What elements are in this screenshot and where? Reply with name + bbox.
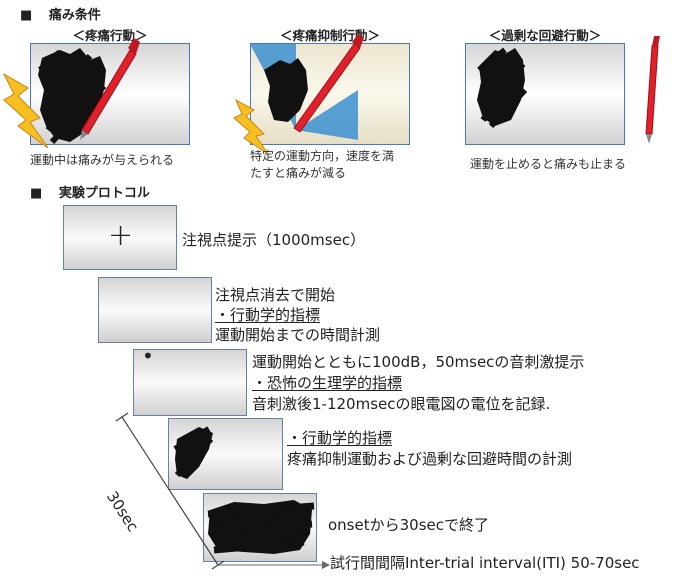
step-line: 運動開始までの時間計測: [215, 325, 380, 345]
step-indicator-label: ・行動学的指標: [215, 305, 380, 325]
arrow-head-icon: [322, 561, 330, 569]
step-line: 注視点提示（1000msec）: [182, 230, 365, 250]
step-line: 注視点消去で開始: [215, 285, 380, 305]
step-line: onsetから30secで終了: [328, 515, 489, 535]
section-marker: ■: [30, 186, 42, 201]
description-line: 運動中は痛みが与えられる: [30, 152, 174, 169]
description-line: 運動を止めると痛みも止まる: [470, 156, 626, 173]
condition-description-avoid: 運動を止めると痛みも止まる: [470, 156, 626, 173]
lightning-bolt-icon: [234, 100, 268, 154]
description-line: たすと痛みが減る: [250, 165, 394, 182]
section-header-pain-conditions: ■ 痛み条件: [20, 4, 101, 23]
protocol-card-fixation: +: [63, 205, 177, 270]
section-marker: ■: [20, 8, 32, 23]
condition-description-suppress: 特定の運動方向，速度を満 たすと痛みが減る: [250, 148, 394, 182]
pen-icon: [646, 36, 660, 144]
scribble-shape: [264, 58, 308, 122]
section-title: 痛み条件: [49, 8, 101, 23]
fixation-cross-icon: +: [108, 219, 133, 253]
step-text-start: 注視点消去で開始 ・行動学的指標 運動開始までの時間計測: [215, 285, 380, 345]
step-text-end: onsetから30secで終了: [328, 515, 489, 535]
step-text-fixation: 注視点提示（1000msec）: [182, 230, 365, 250]
step-indicator-label: ・恐怖の生理学的指標: [252, 373, 584, 394]
step-line: 運動開始とともに100dB，50msecの音刺激提示: [252, 352, 584, 373]
protocol-card-start: [98, 277, 212, 343]
description-line: 特定の運動方向，速度を満: [250, 148, 394, 165]
section-title: 実験プロトコル: [59, 186, 150, 201]
section-header-protocol: ■ 実験プロトコル: [30, 182, 150, 201]
condition-description-pain: 運動中は痛みが与えられる: [30, 152, 174, 169]
condition-illustration-suppress: [228, 30, 428, 155]
condition-illustration-pain: [0, 30, 200, 155]
fixation-dot-icon: •: [142, 344, 154, 368]
iti-label: 試行間間隔Inter-trial interval(ITI) 50-70sec: [330, 553, 640, 573]
condition-illustration-avoid: [465, 30, 695, 155]
duration-bracket: [100, 405, 340, 585]
